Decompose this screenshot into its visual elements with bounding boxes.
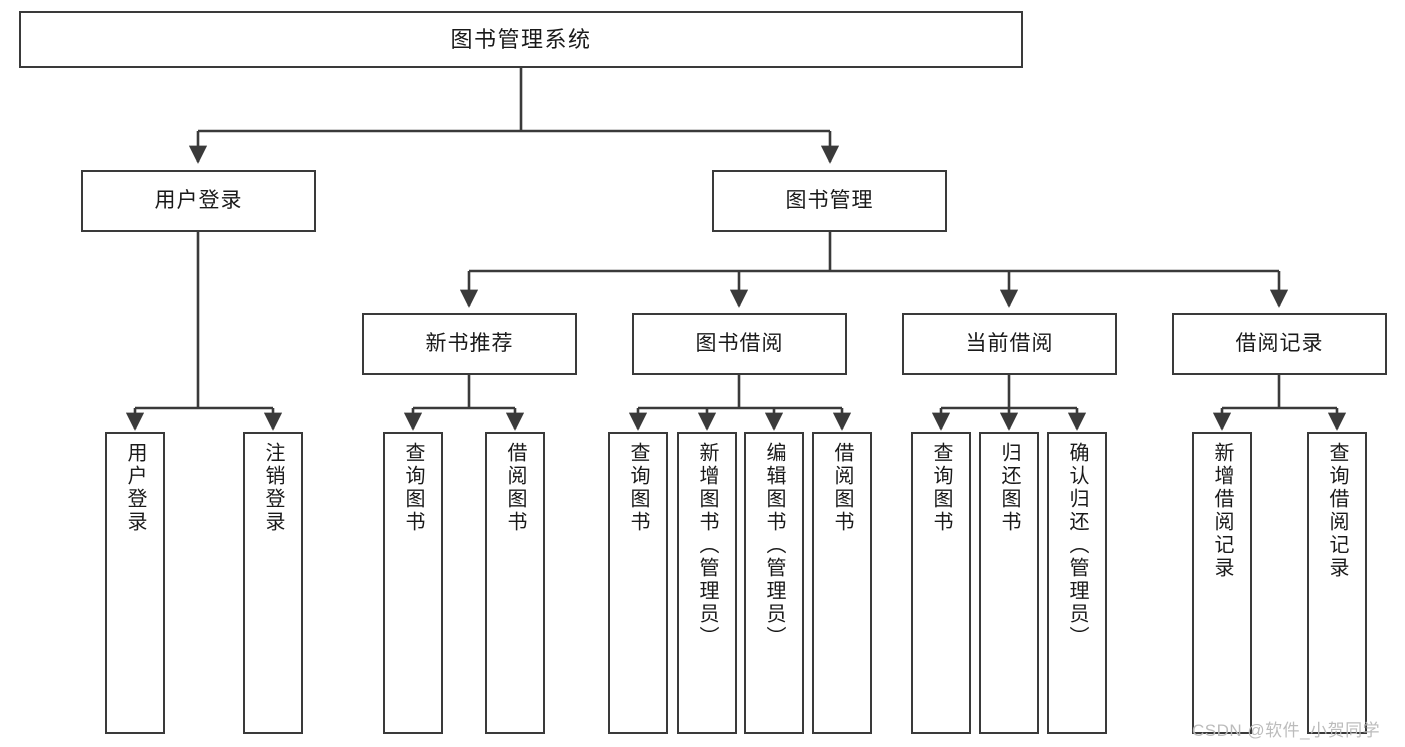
leaf-user-login-2-label: 注销登录 bbox=[262, 442, 284, 534]
node-borrow-record[interactable]: 借阅记录 bbox=[1172, 313, 1387, 375]
leaf-current-borrow-3-label: 确认归还（管理员） bbox=[1066, 442, 1088, 649]
node-current-borrow[interactable]: 当前借阅 bbox=[902, 313, 1117, 375]
watermark: CSDN @软件_小贺同学 bbox=[1192, 721, 1381, 740]
leaf-user-login-2[interactable]: 注销登录 bbox=[243, 432, 303, 734]
leaf-current-borrow-2-label: 归还图书 bbox=[998, 442, 1020, 534]
node-new-book-recommend[interactable]: 新书推荐 bbox=[362, 313, 577, 375]
leaf-current-borrow-3[interactable]: 确认归还（管理员） bbox=[1047, 432, 1107, 734]
node-user-login[interactable]: 用户登录 bbox=[81, 170, 316, 232]
node-book-borrow-label: 图书借阅 bbox=[695, 331, 784, 355]
node-root[interactable]: 图书管理系统 bbox=[19, 11, 1023, 68]
node-root-label: 图书管理系统 bbox=[450, 26, 592, 52]
leaf-borrow-record-1[interactable]: 新增借阅记录 bbox=[1192, 432, 1252, 734]
leaf-new-book-recommend-1[interactable]: 查询图书 bbox=[383, 432, 443, 734]
leaf-book-borrow-4[interactable]: 借阅图书 bbox=[812, 432, 872, 734]
leaf-book-borrow-2[interactable]: 新增图书（管理员） bbox=[677, 432, 737, 734]
leaf-book-borrow-2-label: 新增图书（管理员） bbox=[696, 442, 718, 649]
leaf-book-borrow-3[interactable]: 编辑图书（管理员） bbox=[744, 432, 804, 734]
leaf-current-borrow-1[interactable]: 查询图书 bbox=[911, 432, 971, 734]
leaf-current-borrow-2[interactable]: 归还图书 bbox=[979, 432, 1039, 734]
node-user-login-label: 用户登录 bbox=[154, 188, 243, 212]
leaf-new-book-recommend-1-label: 查询图书 bbox=[402, 442, 424, 534]
leaf-borrow-record-2[interactable]: 查询借阅记录 bbox=[1307, 432, 1367, 734]
leaf-user-login-1-label: 用户登录 bbox=[124, 442, 146, 534]
node-borrow-record-label: 借阅记录 bbox=[1235, 331, 1324, 355]
leaf-borrow-record-1-label: 新增借阅记录 bbox=[1211, 442, 1233, 580]
leaf-user-login-1[interactable]: 用户登录 bbox=[105, 432, 165, 734]
node-new-book-recommend-label: 新书推荐 bbox=[425, 331, 514, 355]
node-book-management[interactable]: 图书管理 bbox=[712, 170, 947, 232]
leaf-current-borrow-1-label: 查询图书 bbox=[930, 442, 952, 534]
leaf-book-borrow-4-label: 借阅图书 bbox=[831, 442, 853, 534]
leaf-book-borrow-3-label: 编辑图书（管理员） bbox=[763, 442, 785, 649]
node-current-borrow-label: 当前借阅 bbox=[965, 331, 1054, 355]
leaf-book-borrow-1-label: 查询图书 bbox=[627, 442, 649, 534]
leaf-book-borrow-1[interactable]: 查询图书 bbox=[608, 432, 668, 734]
leaf-new-book-recommend-2[interactable]: 借阅图书 bbox=[485, 432, 545, 734]
leaf-new-book-recommend-2-label: 借阅图书 bbox=[504, 442, 526, 534]
node-book-borrow[interactable]: 图书借阅 bbox=[632, 313, 847, 375]
leaf-borrow-record-2-label: 查询借阅记录 bbox=[1326, 442, 1348, 580]
node-book-management-label: 图书管理 bbox=[785, 188, 874, 212]
